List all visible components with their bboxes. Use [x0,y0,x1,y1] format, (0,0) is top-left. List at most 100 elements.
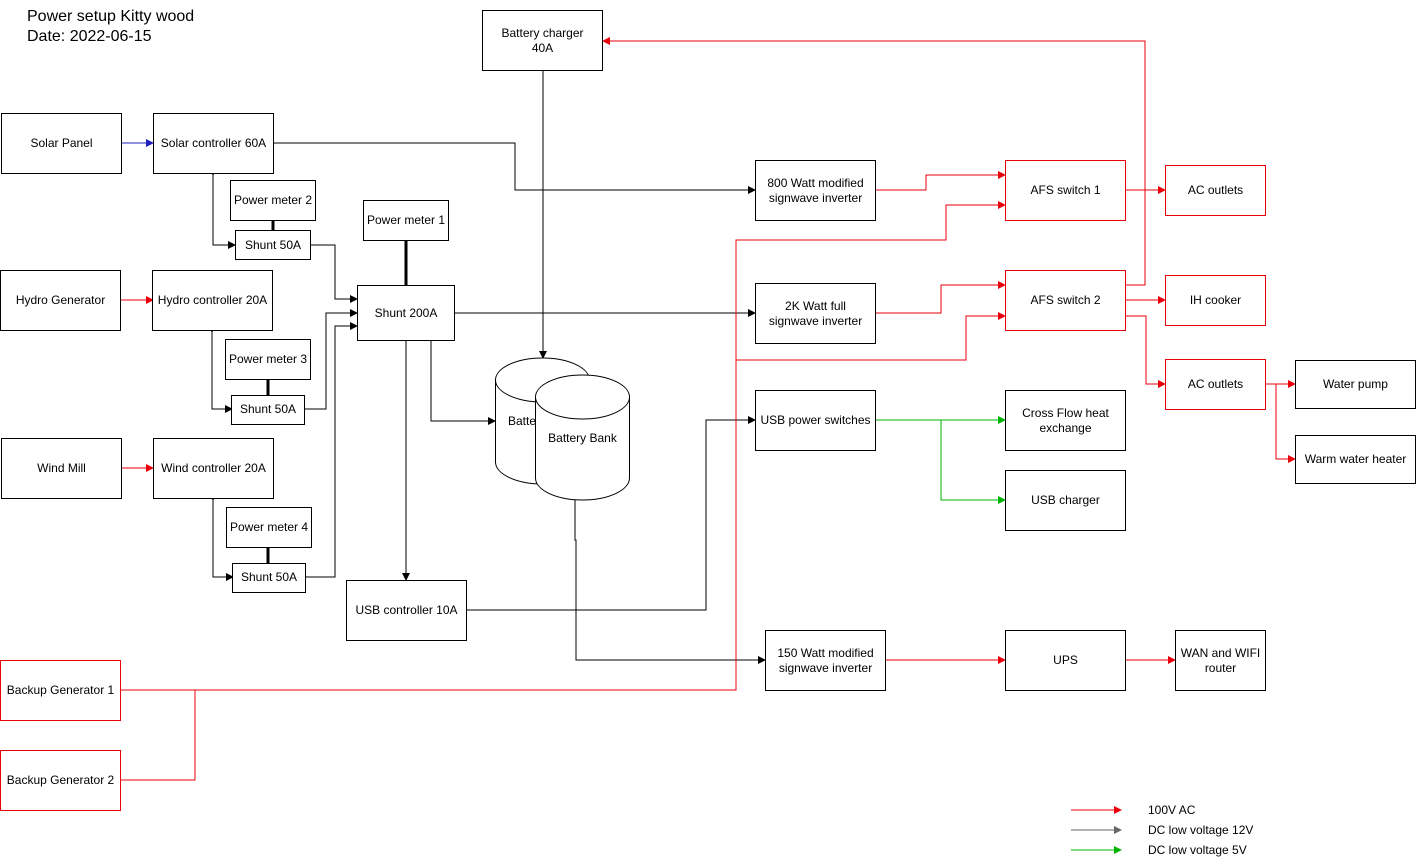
inverter-150w-box [765,630,886,691]
wan-router-label-1: WAN and WIFI [1181,646,1261,660]
power-meter-3-box [225,339,311,380]
wind-controller-label: Wind controller 20A [161,461,266,475]
battery-bank-label: Battery Bank [548,431,618,445]
legend-dc5-label: DC low voltage 5V [1148,843,1247,857]
ups-box [1005,630,1126,691]
inverter-150w-label-2: signwave inverter [779,661,872,675]
shunt-200a-box [357,285,455,341]
wire-hydro-controller-shunt [208,325,233,413]
shunt-50a-2-label: Shunt 50A [240,402,296,416]
usb-controller-box [346,580,467,641]
node-power-meter-1: Power meter 1 [363,200,449,241]
afs-switch-1-label: AFS switch 1 [1030,183,1100,197]
usb-controller-label: USB controller 10A [355,603,457,617]
power-meter-1-label: Power meter 1 [367,213,445,227]
node-battery-bank: Battery Bank [535,374,630,501]
legend-item-ac: 100V AC [1071,803,1196,817]
inverter-2k-label-1: 2K Watt full [785,299,846,313]
wire-backup-to-afs2 [736,312,1006,361]
legend-ac-label: 100V AC [1148,803,1196,817]
node-ih-cooker: IH cooker [1165,275,1266,326]
node-afs-switch-2: AFS switch 2 [1005,270,1126,331]
wire-usb-to-usb-charger [940,420,1006,504]
node-solar-controller: Solar controller 60A [153,113,274,174]
ih-cooker-label: IH cooker [1190,293,1241,307]
usb-power-switches-label: USB power switches [760,413,870,427]
node-shunt-200a: Shunt 200A [357,285,455,341]
battery-bank-back-label: Batte [508,414,536,428]
solar-panel-label: Solar Panel [30,136,92,150]
power-meter-3-label: Power meter 3 [229,352,307,366]
inverter-800w-label-2: signwave inverter [769,191,862,205]
wan-router-box [1175,630,1266,691]
usb-power-switches-box [755,390,876,451]
node-wind-controller: Wind controller 20A [153,438,274,499]
inverter-2k-box [755,283,876,344]
node-hydro-controller: Hydro controller 20A [152,270,273,331]
legend: 100V AC DC low voltage 12V DC low voltag… [1071,803,1253,857]
shunt-50a-1-label: Shunt 50A [245,238,301,252]
node-ups: UPS [1005,630,1126,691]
inverter-800w-box [755,160,876,221]
solar-controller-label: Solar controller 60A [161,136,266,150]
node-ac-outlets-2: AC outlets [1165,359,1266,410]
node-cross-flow: Cross Flow heat exchange [1005,390,1126,451]
wire-usb-controller-to-switches [466,416,756,611]
usb-charger-label: USB charger [1031,493,1100,507]
node-backup-generator-2: Backup Generator 2 [0,750,121,811]
wire-shunt3-to-shunt200 [298,322,358,581]
node-battery-charger: Battery charger 40A [482,10,603,71]
wire-shunt200-to-battery [427,334,496,425]
cross-flow-label-2: exchange [1039,421,1091,435]
node-usb-charger: USB charger [1005,470,1126,531]
power-meter-2-label: Power meter 2 [234,193,312,207]
wire-wind-controller-shunt [209,493,234,581]
diagram-title: Power setup Kitty wood [27,8,194,25]
ac-outlets-2-label: AC outlets [1188,377,1243,391]
node-shunt-50a-2: Shunt 50A [231,395,305,425]
node-ac-outlets-1: AC outlets [1165,165,1266,216]
hydro-controller-label: Hydro controller 20A [158,293,267,307]
battery-charger-label-2: 40A [532,41,553,55]
node-solar-panel: Solar Panel [1,113,122,174]
wire-shunt2-to-shunt200 [298,309,358,413]
power-meter-4-box [226,507,312,548]
connectors [120,37,1296,781]
ups-label: UPS [1053,653,1078,667]
solar-controller-box [153,113,274,174]
wire-800w-to-afs1 [875,171,1006,191]
backup-generator-1-label: Backup Generator 1 [7,683,115,697]
water-pump-box [1295,360,1416,409]
wire-battery-to-150w-inverter [574,500,766,664]
water-pump-label: Water pump [1323,377,1388,391]
diagram-date: Date: 2022-06-15 [27,28,152,45]
node-inverter-2k: 2K Watt full signwave inverter [755,283,876,344]
inverter-800w-label-1: 800 Watt modified [767,176,863,190]
node-usb-controller: USB controller 10A [346,580,467,641]
node-shunt-50a-3: Shunt 50A [232,563,306,593]
backup-generator-1-box [0,660,121,721]
legend-dc12-label: DC low voltage 12V [1148,823,1253,837]
wire-solar-controller-shunt [209,168,236,249]
afs-switch-2-box [1005,270,1126,331]
backup-generator-2-box [0,750,121,811]
node-inverter-150w: 150 Watt modified signwave inverter [765,630,886,691]
wire-shunt1-to-shunt200 [304,241,358,303]
node-power-meter-4: Power meter 4 [226,507,312,548]
shunt-200a-label: Shunt 200A [375,306,438,320]
ih-cooker-box [1165,275,1266,326]
wind-controller-box [153,438,274,499]
node-wind-mill: Wind Mill [1,438,122,499]
usb-charger-box [1005,470,1126,531]
wire-backup2-to-bus [120,690,196,781]
wire-afs-to-charger [602,37,1146,286]
wan-router-label-2: router [1205,661,1236,675]
shunt-50a-3-label: Shunt 50A [241,570,297,584]
wire-ac2-to-warm-water [1275,384,1296,463]
wind-mill-box [1,438,122,499]
shunt-50a-3-box [232,563,306,593]
power-meter-4-label: Power meter 4 [230,520,308,534]
hydro-generator-label: Hydro Generator [16,293,105,307]
battery-bank-rim [535,396,630,420]
power-meter-1-box [363,200,449,241]
